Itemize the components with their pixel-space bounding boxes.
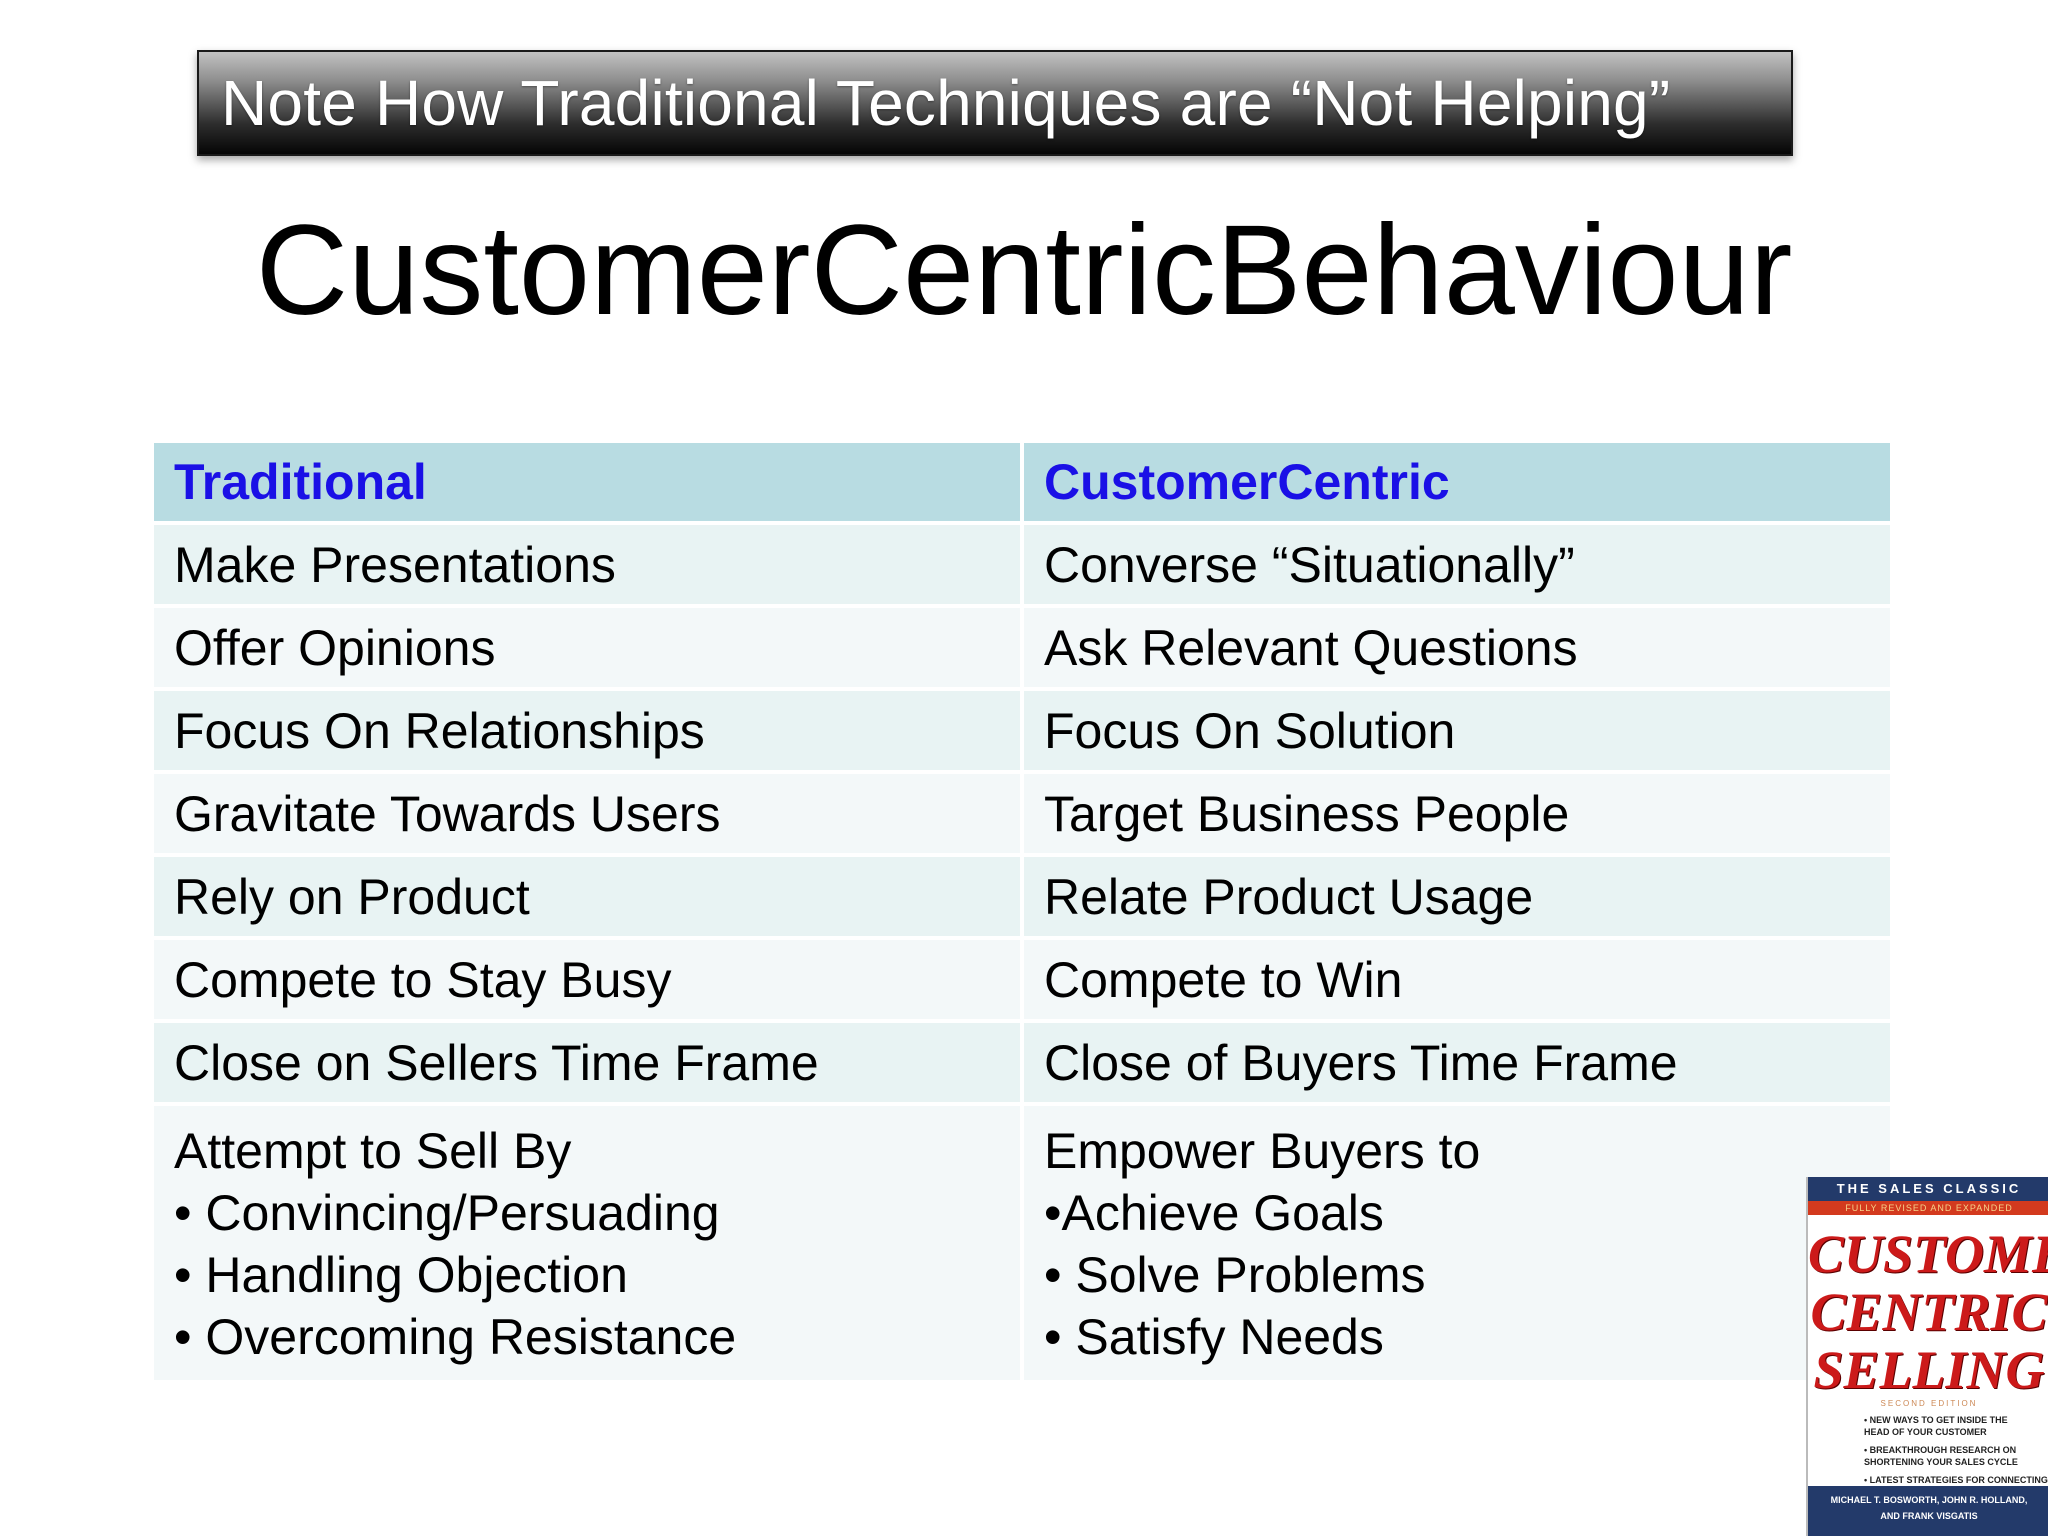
bullet-line: • Handling Objection (174, 1247, 628, 1303)
table-row: Focus On Relationships Focus On Solution (154, 691, 1890, 770)
book-title-line: CENTRIC (1810, 1282, 2048, 1342)
title-banner: Note How Traditional Techniques are “Not… (197, 50, 1793, 156)
book-title-line: CUSTOMER (1808, 1224, 2048, 1284)
book-cover-image: THE SALES CLASSIC FULLY REVISED AND EXPA… (1806, 1177, 2048, 1536)
bullet-line: •Achieve Goals (1044, 1185, 1384, 1241)
table-row: Make Presentations Converse “Situational… (154, 525, 1890, 604)
table-row: Offer Opinions Ask Relevant Questions (154, 608, 1890, 687)
banner-text: Note How Traditional Techniques are “Not… (221, 67, 1671, 139)
customercentric-cell: Focus On Solution (1024, 691, 1890, 770)
book-bullet: • BREAKTHROUGH RESEARCH ON SHORTENING YO… (1864, 1445, 2018, 1467)
book-sub-band: FULLY REVISED AND EXPANDED (1808, 1201, 2048, 1215)
table-row: Gravitate Towards Users Target Business … (154, 774, 1890, 853)
traditional-cell: Offer Opinions (154, 608, 1020, 687)
customercentric-cell: Relate Product Usage (1024, 857, 1890, 936)
customercentric-cell: Compete to Win (1024, 940, 1890, 1019)
traditional-cell: Close on Sellers Time Frame (154, 1023, 1020, 1102)
customercentric-cell: Target Business People (1024, 774, 1890, 853)
header-traditional: Traditional (154, 443, 1020, 521)
cell-line: Empower Buyers to (1044, 1123, 1481, 1179)
book-title: CUSTOMER CENTRIC SELLING (1808, 1225, 2048, 1399)
book-bullet: • NEW WAYS TO GET INSIDE THE HEAD OF YOU… (1864, 1415, 2008, 1437)
bullet-line: • Solve Problems (1044, 1247, 1426, 1303)
header-customercentric: CustomerCentric (1024, 443, 1890, 521)
bullet-line: • Convincing/Persuading (174, 1185, 720, 1241)
traditional-cell: Attempt to Sell By • Convincing/Persuadi… (154, 1106, 1020, 1380)
book-authors: MICHAEL T. BOSWORTH, JOHN R. HOLLAND, AN… (1808, 1486, 2048, 1536)
bullet-line: • Satisfy Needs (1044, 1309, 1384, 1365)
table-row: Close on Sellers Time Frame Close of Buy… (154, 1023, 1890, 1102)
book-edition: SECOND EDITION (1880, 1399, 1978, 1408)
book-top-band: THE SALES CLASSIC (1808, 1177, 2048, 1201)
book-authors-line: AND FRANK VISGATIS (1880, 1511, 1978, 1521)
table-header-row: Traditional CustomerCentric (154, 443, 1890, 521)
traditional-cell: Gravitate Towards Users (154, 774, 1020, 853)
table-row: Attempt to Sell By • Convincing/Persuadi… (154, 1106, 1890, 1380)
customercentric-cell: Empower Buyers to •Achieve Goals • Solve… (1024, 1106, 1890, 1380)
table-row: Rely on Product Relate Product Usage (154, 857, 1890, 936)
traditional-cell: Make Presentations (154, 525, 1020, 604)
slide-title: CustomerCentricBehaviour (255, 199, 1793, 342)
customercentric-cell: Converse “Situationally” (1024, 525, 1890, 604)
traditional-cell: Compete to Stay Busy (154, 940, 1020, 1019)
book-title-line: SELLING (1813, 1340, 2045, 1400)
traditional-cell: Focus On Relationships (154, 691, 1020, 770)
traditional-cell: Rely on Product (154, 857, 1020, 936)
bullet-line: • Overcoming Resistance (174, 1309, 737, 1365)
table-row: Compete to Stay Busy Compete to Win (154, 940, 1890, 1019)
customercentric-cell: Close of Buyers Time Frame (1024, 1023, 1890, 1102)
customercentric-cell: Ask Relevant Questions (1024, 608, 1890, 687)
cell-line: Attempt to Sell By (174, 1123, 572, 1179)
comparison-table: Traditional CustomerCentric Make Present… (150, 439, 1894, 1384)
book-authors-line: MICHAEL T. BOSWORTH, JOHN R. HOLLAND, (1830, 1495, 2028, 1505)
